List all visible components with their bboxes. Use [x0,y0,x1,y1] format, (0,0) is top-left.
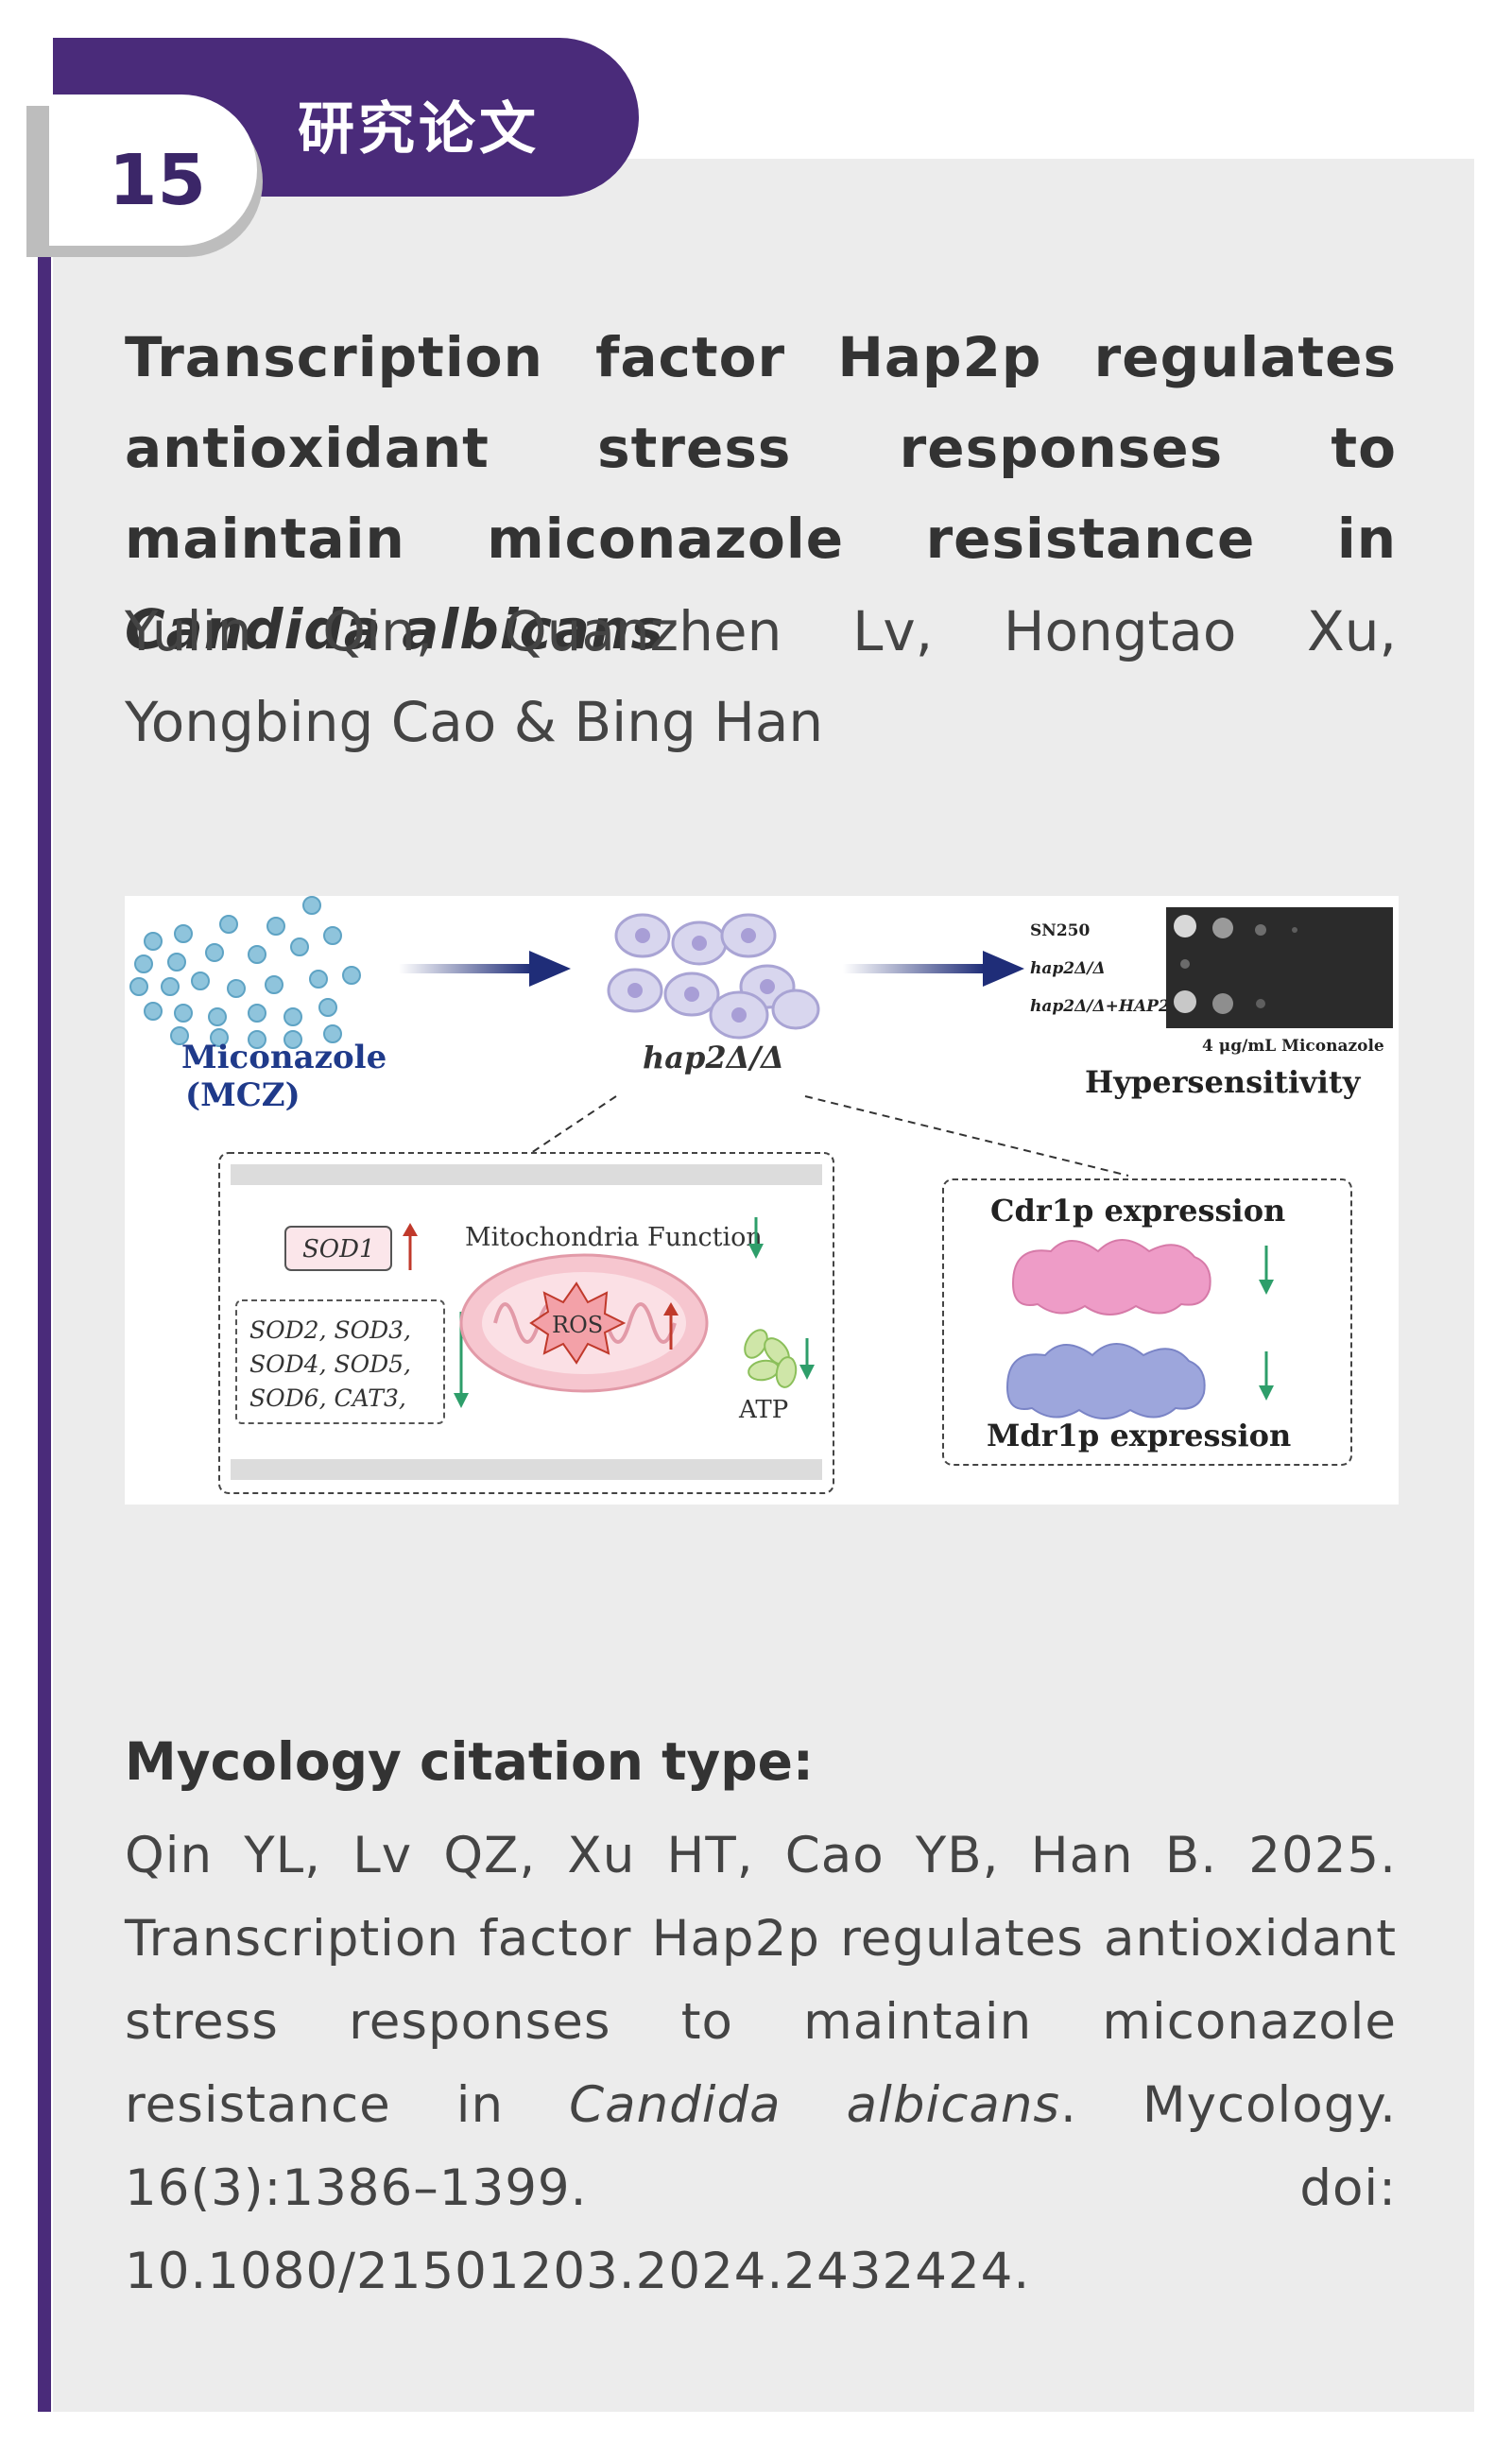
connector-line [804,1095,1129,1177]
graphical-abstract: Miconazole (MCZ) hap2Δ/Δ SN250 hap2Δ/Δ h… [125,896,1399,1505]
arrow-down-icon [1259,1246,1274,1295]
yeast-cells-icon [607,913,820,1040]
arrow-down-icon [748,1217,764,1259]
citation-text-prefix: Qin YL, Lv QZ, Xu HT, Cao YB, Han B. 202… [125,1827,1397,2134]
arrow-right-icon [843,951,1024,987]
connector-line [530,1095,617,1154]
mdr1p-label: Mdr1p expression [987,1418,1291,1453]
article-number: 15 [109,140,206,221]
accent-bar [38,159,51,2412]
strain-label: SN250 [1030,921,1090,940]
drug-label: Miconazole [181,1039,387,1076]
drug-particles [129,896,361,1049]
plate-condition: 4 μg/mL Miconazole [1202,1037,1384,1056]
cell-nuclei [627,928,775,1023]
citation-heading: Mycology citation type: [125,1731,814,1792]
ros-label: ROS [552,1312,603,1338]
article-title-species: Candida albicans [125,597,664,662]
article-authors: Yulin Qin, Quanzhen Lv, Hongtao Xu, Yong… [125,599,1397,754]
mdr1p-protein-icon [1005,1343,1206,1419]
citation-text: Qin YL, Lv QZ, Xu HT, Cao YB, Han B. 202… [125,1814,1397,2313]
sod1-label: SOD1 [302,1235,375,1264]
membrane-bottom [231,1459,822,1480]
arrow-down-icon [799,1338,815,1380]
strain-label: hap2Δ/Δ [1030,959,1106,978]
drug-abbr: (MCZ) [185,1076,301,1114]
mechanism-box [218,1152,834,1494]
article-number-badge [49,95,257,246]
membrane-top [231,1164,822,1185]
arrow-up-icon [403,1223,418,1270]
sod-line: SOD2, SOD3, [249,1316,411,1344]
efflux-box [942,1178,1352,1466]
atp-icon [744,1329,798,1388]
ros-burst-icon [529,1281,627,1365]
article-title: Transcription factor Hap2p regulates ant… [125,312,1397,675]
citation-species: Candida albicans [569,2076,1061,2134]
mutant-label: hap2Δ/Δ [643,1040,784,1075]
atp-label: ATP [738,1396,788,1424]
cdr1p-label: Cdr1p expression [990,1193,1285,1229]
strain-label: hap2Δ/Δ+HAP2 [1030,997,1170,1016]
article-title-text: Transcription factor Hap2p regulates ant… [125,325,1397,571]
cdr1p-protein-icon [1011,1239,1211,1316]
arrow-right-icon [399,951,571,987]
arrow-up-icon [663,1302,679,1350]
colony-spots [1174,915,1297,1014]
citation-text-suffix: . Mycology. 16(3):1386–1399. doi: 10.108… [125,2076,1397,2300]
sod-group-box [235,1299,445,1424]
sod1-box [284,1226,392,1271]
section-title: 研究论文 [298,96,540,163]
arrow-down-icon [1259,1351,1274,1401]
sod-line: SOD6, CAT3, [249,1384,406,1412]
mito-function-label: Mitochondria Function [465,1223,763,1252]
sod-line: SOD4, SOD5, [249,1350,411,1378]
phenotype-label: Hypersensitivity [1085,1064,1362,1100]
agar-plate [1166,907,1393,1028]
graphical-abstract-diagram: Miconazole (MCZ) hap2Δ/Δ SN250 hap2Δ/Δ h… [129,896,1393,1494]
